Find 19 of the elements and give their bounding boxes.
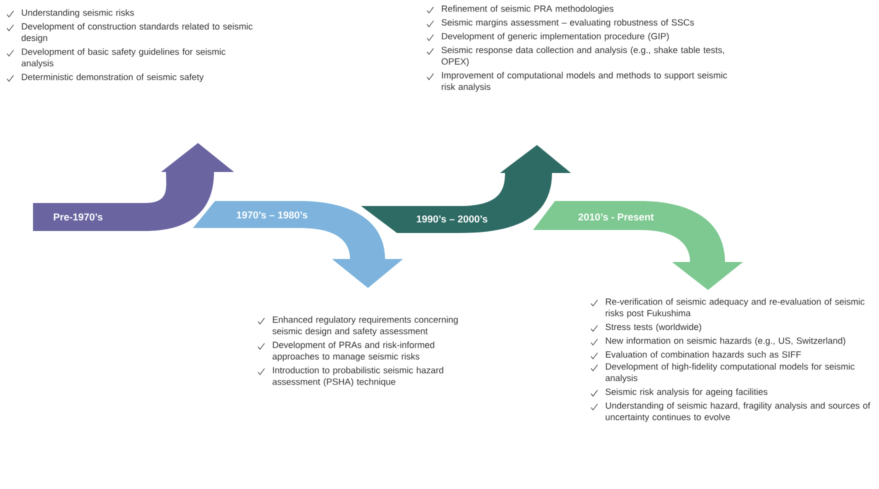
bullet-text: Evaluation of combination hazards such as SIFF — [606, 351, 801, 358]
bullet-text: New information on seismic hazards (e.g., US, Switzerland) — [606, 337, 846, 346]
bullet-text: Development of construction standards related to seismic design — [22, 22, 253, 43]
bullet-text: Stress tests (worldwide) — [606, 323, 702, 332]
bullet-text: Development of high-fidelity computational models for seismic analysis — [606, 363, 855, 383]
bullet-text: Development of generic implementation procedure (GIP) — [442, 32, 669, 42]
bullet-text: Seismic margins assessment – evaluating robustness of SSCs — [442, 18, 694, 28]
bullet-text: Enhanced regulatory requirements concerning seismic design and safety assessment — [272, 316, 458, 336]
bullet-text: Refinement of seismic PRA methodologies — [442, 5, 614, 14]
bullet-text: Re-verification of seismic adequacy and re-evaluation of seismic risks post Fukushima — [606, 298, 865, 318]
bullet-text: Seismic response data collection and analysis (e.g., shake table tests, OPEX) — [442, 46, 724, 66]
bullet-text: Deterministic demonstration of seismic safety — [22, 74, 204, 82]
bullet-text: Understanding seismic risks — [22, 9, 134, 18]
bullet-text: Introduction to probabilistic seismic hazard assessment (PSHA) technique — [272, 366, 444, 387]
bullet-text: Understanding of seismic hazard, fragility analysis and sources of uncertainty continues to evolve — [606, 402, 870, 422]
bullet-text: Development of basic safety guidelines for seismic analysis — [22, 48, 226, 68]
bullet-text: Seismic risk analysis for ageing facilities — [606, 388, 768, 397]
bullet-text: Improvement of computational models and methods to support seismic risk analysis — [442, 72, 728, 92]
bullet-text: Development of PRAs and risk-informed approaches to manage seismic risks — [272, 341, 434, 362]
